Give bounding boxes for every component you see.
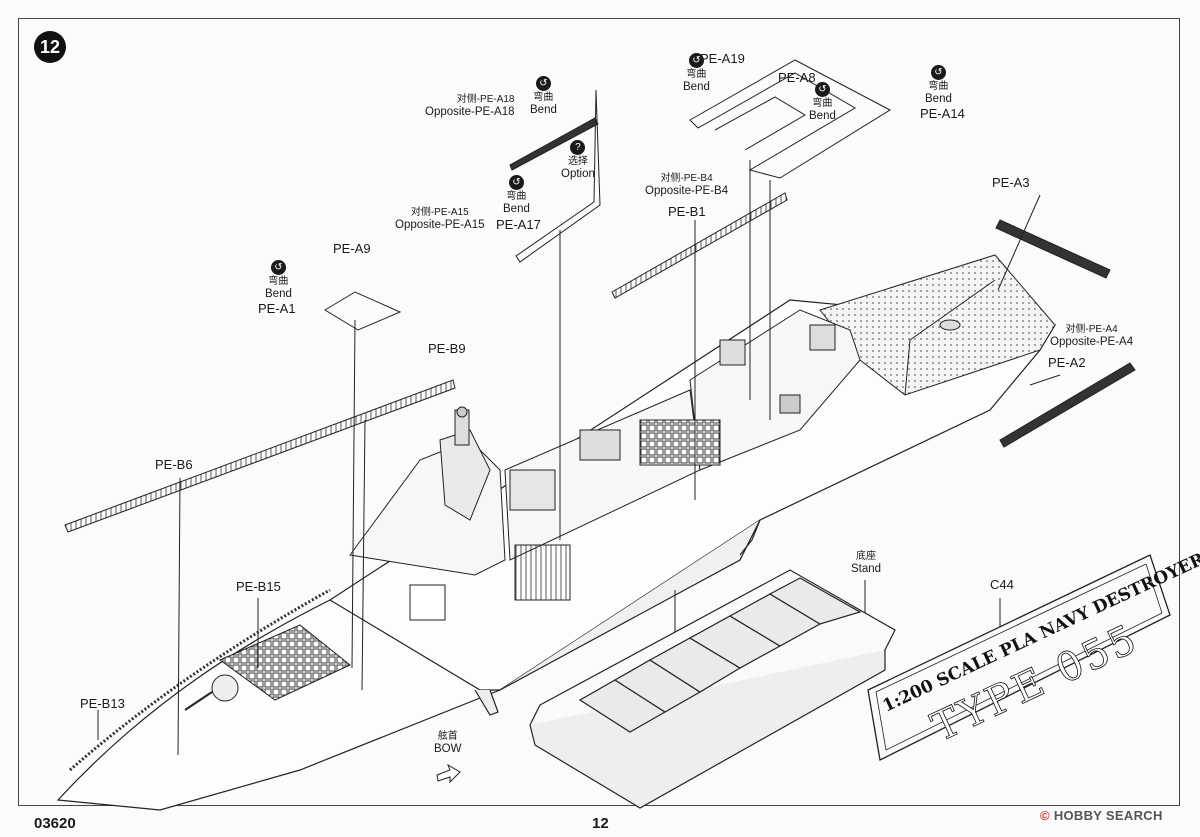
- guide-lines: [97, 160, 1061, 756]
- label-pe-a14: PE-A14: [920, 106, 965, 121]
- foredeck: [184, 624, 351, 711]
- pe-parts: [64, 59, 1136, 533]
- watermark: © HOBBY SEARCH: [1040, 808, 1163, 823]
- option-icon: ?: [570, 140, 586, 155]
- page-number: 12: [592, 815, 609, 832]
- label-pe-a2: PE-A2: [1048, 355, 1086, 370]
- bend-icon: ↺: [688, 53, 704, 68]
- label-pe-b6: PE-B6: [155, 457, 193, 472]
- bow-railing: [69, 588, 331, 772]
- label-pe-a1: PE-A1: [258, 301, 296, 316]
- arrow-icon: [436, 763, 461, 784]
- bend-icon: ↺: [535, 76, 551, 91]
- page-border: [18, 18, 1180, 806]
- display-stand: [529, 569, 896, 809]
- label-pe-a3: PE-A3: [992, 175, 1030, 190]
- label-pe-b9: PE-B9: [428, 341, 466, 356]
- name-plate: 1:200 SCALE PLA NAVY DESTROYER TYPE 055: [867, 549, 1200, 761]
- label-pe-a19: PE-A19: [700, 51, 745, 66]
- label-pe-b15: PE-B15: [236, 579, 281, 594]
- label-pe-b1: PE-B1: [668, 204, 706, 219]
- label-pe-a9: PE-A9: [333, 241, 371, 256]
- label-c44: C44: [990, 577, 1014, 592]
- bend-icon: ↺: [508, 175, 524, 190]
- bend-icon: ↺: [930, 65, 946, 80]
- superstructure: [349, 309, 861, 621]
- label-pe-a17: PE-A17: [496, 217, 541, 232]
- bend-icon: ↺: [270, 260, 286, 275]
- label-pe-a8: PE-A8: [778, 70, 816, 85]
- bend-icon: ↺: [814, 82, 830, 97]
- step-number-badge: 12: [34, 31, 66, 63]
- label-pe-b13: PE-B13: [80, 696, 125, 711]
- product-code: 03620: [34, 815, 76, 832]
